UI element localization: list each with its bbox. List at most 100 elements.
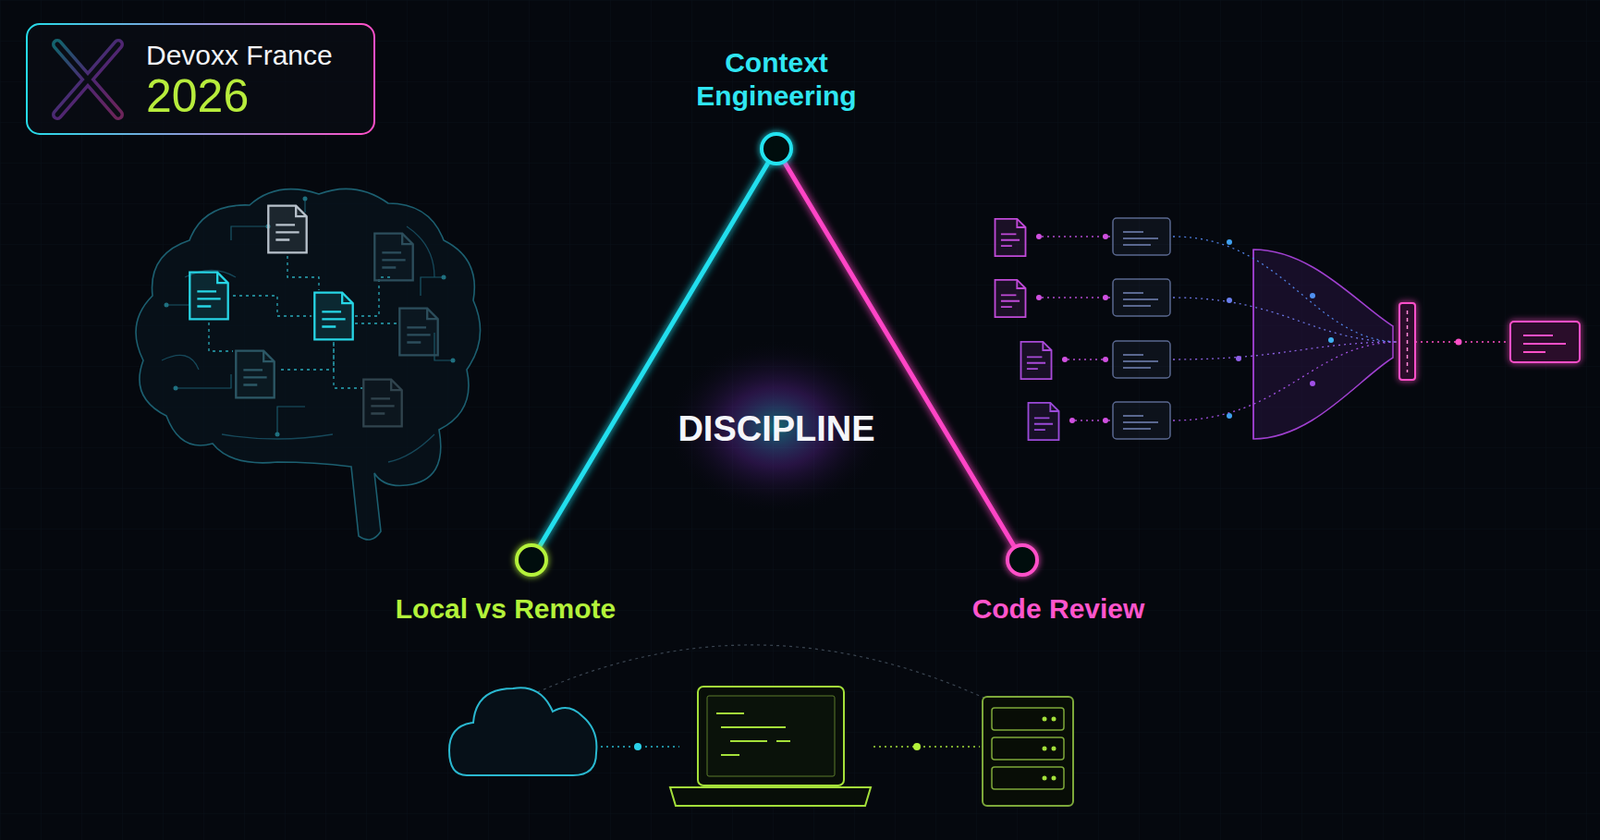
server-unit xyxy=(991,708,1064,731)
laptop-display xyxy=(707,696,835,777)
row-dot xyxy=(1069,417,1075,424)
server-led xyxy=(1042,746,1048,752)
vertex-circle xyxy=(514,543,549,577)
vertex-ring xyxy=(516,545,547,575)
server-unit xyxy=(991,767,1064,790)
topic-vertex: Local vs Remote xyxy=(514,543,549,577)
vertex-label: Code Review xyxy=(919,592,1197,626)
document-icon xyxy=(268,206,306,254)
circuit-traces xyxy=(166,198,453,435)
vertex-ring xyxy=(761,134,792,164)
vertex-circle xyxy=(1005,543,1039,577)
link-dot xyxy=(634,743,642,751)
doc-link xyxy=(354,277,394,317)
pipeline-rows xyxy=(995,218,1172,440)
review-pipeline xyxy=(995,218,1581,440)
merge-curve xyxy=(1172,341,1400,360)
center-theme: DISCIPLINE xyxy=(545,408,1008,452)
document-icon xyxy=(314,293,353,341)
triangle-side xyxy=(548,558,1006,563)
merge-dot xyxy=(1226,239,1233,245)
brain-outline xyxy=(135,188,481,540)
funnel xyxy=(1253,249,1393,440)
vertex-circle xyxy=(759,132,794,166)
circuit-dot xyxy=(451,358,456,364)
document-icon xyxy=(189,272,228,320)
brain-folds xyxy=(161,226,435,463)
document-icon xyxy=(363,379,402,428)
topic-vertex: Context Engineering xyxy=(759,132,794,166)
merged-lines xyxy=(1523,335,1566,353)
server-led xyxy=(1042,776,1048,782)
deployment-illustration xyxy=(449,645,1074,807)
review-card xyxy=(1112,341,1171,379)
server-link xyxy=(873,745,980,748)
merge-dot xyxy=(1226,413,1233,419)
merge-curves xyxy=(1172,236,1400,421)
circuit-dots xyxy=(164,196,456,438)
vertex-ring xyxy=(1007,545,1038,575)
output-dot xyxy=(1455,339,1463,346)
vertex-label: Local vs Remote xyxy=(366,592,645,626)
circuit-trace xyxy=(231,226,269,241)
row-dot xyxy=(1102,417,1109,424)
change-icon xyxy=(995,280,1026,318)
row-links xyxy=(1036,236,1112,421)
circuit-dot xyxy=(173,386,179,391)
circuit-trace xyxy=(166,295,190,306)
merge-dot xyxy=(1309,380,1316,387)
circuit-trace xyxy=(277,406,306,435)
review-card xyxy=(1112,218,1171,256)
badge-border xyxy=(26,24,375,135)
laptop-screen xyxy=(697,686,844,786)
brain-illustration xyxy=(135,188,481,540)
merge-dots xyxy=(1226,239,1334,419)
merge-curve xyxy=(1172,236,1400,342)
circuit-dot xyxy=(275,432,281,438)
review-card xyxy=(1112,402,1171,440)
merge-dot xyxy=(1226,297,1233,304)
topic-vertex: Code Review xyxy=(1005,543,1039,577)
row-dots xyxy=(1036,233,1109,424)
change-icon xyxy=(1028,403,1060,440)
row-link xyxy=(1036,235,1112,237)
funnel-rim xyxy=(1252,249,1255,440)
event-year: 2026 xyxy=(146,71,368,123)
row-link xyxy=(1036,296,1112,298)
doc-link xyxy=(333,343,363,389)
server-icon xyxy=(982,696,1074,807)
row-dot xyxy=(1062,356,1068,363)
event-badge: Devoxx France2026 xyxy=(25,23,376,135)
document-icon xyxy=(235,351,274,399)
server-led xyxy=(1051,746,1057,752)
circuit-dot xyxy=(303,196,308,202)
merge-curve xyxy=(1172,297,1400,342)
triangle-side xyxy=(784,162,1014,546)
doc-link xyxy=(287,256,319,291)
doc-link xyxy=(277,341,334,370)
circuit-trace xyxy=(420,277,444,296)
circuit-dot xyxy=(164,303,170,308)
triangle-side xyxy=(539,162,769,546)
output-link xyxy=(1415,341,1511,342)
server-leds xyxy=(1042,717,1057,782)
doc-link xyxy=(232,295,312,317)
doc-link xyxy=(208,322,233,352)
cloud-icon xyxy=(449,687,597,776)
change-icon xyxy=(995,219,1026,257)
gate-slot xyxy=(1406,310,1409,373)
link-dot xyxy=(913,743,921,751)
server-led xyxy=(1051,776,1057,782)
row-dot xyxy=(1036,233,1042,240)
server-led xyxy=(1051,717,1057,722)
review-gate xyxy=(1399,303,1416,380)
row-dot xyxy=(1102,294,1109,301)
event-name: Devoxx France xyxy=(146,38,368,73)
merge-curve xyxy=(1172,341,1400,421)
vertex-label: Context Engineering xyxy=(683,46,869,113)
code-lines xyxy=(716,713,791,756)
circuit-dot xyxy=(441,275,447,281)
